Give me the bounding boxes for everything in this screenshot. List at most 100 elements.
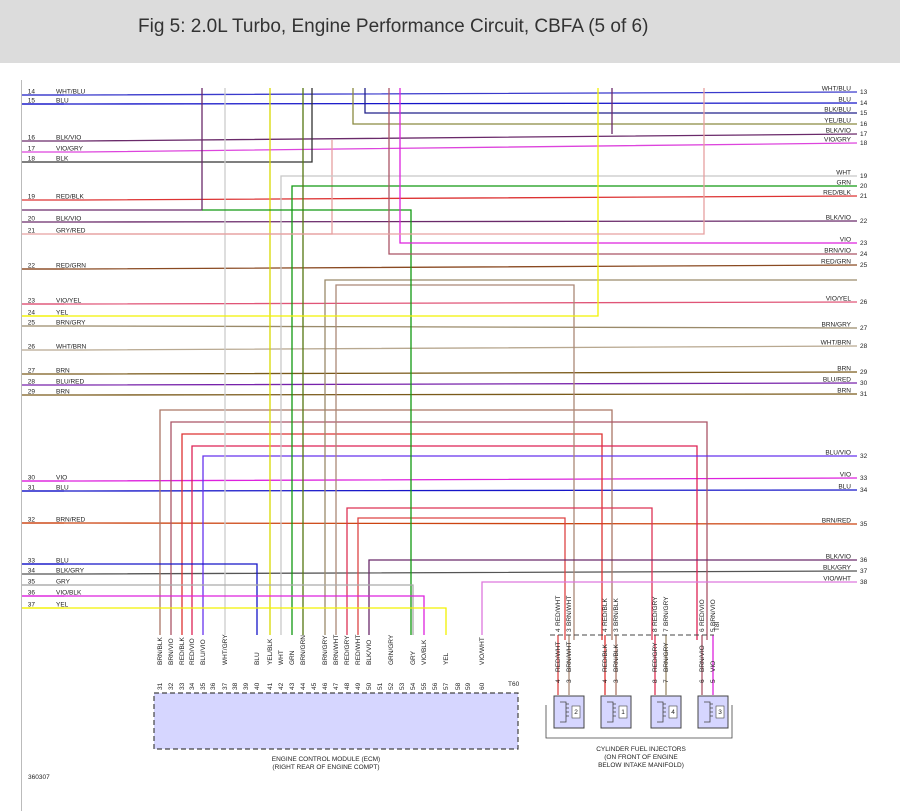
- right-wire-number: 20: [860, 183, 868, 190]
- ecm-pin-color-label: GRY: [410, 650, 417, 665]
- horizontal-wire: [22, 142, 858, 153]
- ecm-pin-color-label: BLK/VIO: [366, 640, 373, 665]
- injector-pin-number: 5: [710, 679, 717, 683]
- left-wire-number: 32: [28, 517, 36, 524]
- ecm-pin-number: 42: [278, 682, 285, 690]
- injector-pin-number: 6: [699, 679, 706, 683]
- ecm-pin-color-label: BRN/WHT: [333, 635, 340, 665]
- left-wire-number: 28: [28, 379, 36, 386]
- ecm-pin-number: 40: [254, 682, 261, 690]
- top-wire-vio: [399, 88, 857, 244]
- ecm-pin-color-label: RED/VIO: [189, 638, 196, 665]
- right-wire-number: 25: [860, 262, 868, 269]
- ecm-pin-color-label: WHT/GRY: [222, 634, 229, 665]
- injector-label-line-2: (ON FRONT OF ENGINE: [604, 754, 678, 761]
- ecm-wire-red-wht: [357, 517, 566, 640]
- ecm-pin-number: 50: [366, 682, 373, 690]
- horizontal-wire: [22, 522, 858, 525]
- injector-pin-number: 4: [602, 628, 609, 632]
- ecm-pin-number: 56: [432, 682, 439, 690]
- top-wire-blk-blu: [364, 88, 857, 114]
- right-wire-color-label: VIO/GRY: [824, 137, 852, 144]
- right-wire-number: 27: [860, 325, 868, 332]
- ecm-pin-number: 43: [289, 682, 296, 690]
- ecm-pin-number: 51: [377, 682, 384, 690]
- injector-pin-color-label: BRN/BLK: [613, 644, 620, 672]
- ecm-pin-color-label: BRN/VIO: [168, 638, 175, 665]
- horizontal-wire: [22, 264, 858, 270]
- top-wire-yel: [22, 88, 599, 317]
- ecm-pin-number: 37: [222, 682, 229, 690]
- ecm-pin-color-label: YEL/BLK: [267, 638, 274, 665]
- ecm-pin-number: 36: [210, 682, 217, 690]
- ecm-pin-number: 49: [355, 682, 362, 690]
- ecm-wire-grn: [291, 185, 857, 635]
- ecm-wire-red-vio: [191, 445, 698, 640]
- left-wire-color-label: RED/GRN: [56, 263, 86, 270]
- injector-pin-number: 3: [566, 628, 573, 632]
- right-wire-number: 31: [860, 391, 868, 398]
- ecm-pin-number: 57: [443, 682, 450, 690]
- wire-stub: [22, 88, 313, 163]
- ecm-pin-labels: 31BRN/BLK32BRN/VIO33RED/BLK34RED/VIO35BL…: [157, 634, 486, 690]
- ecm-pin-color-label: BLU: [254, 652, 261, 665]
- left-wire-color-label: YEL: [56, 310, 69, 317]
- right-wire-color-label: BRN/GRY: [822, 322, 852, 329]
- left-wire-color-label: BLK/VIO: [56, 216, 81, 223]
- right-wire-number: 14: [860, 100, 868, 107]
- horizontal-wire: [22, 325, 858, 329]
- ecm-wire-brn-gry: [324, 279, 857, 635]
- injector-coil-icon: [607, 701, 616, 723]
- injector-pin-color-label: VIO: [710, 661, 717, 672]
- top-wire-gry-red: [62, 88, 705, 235]
- ecm-wire-vio-blk: [22, 595, 425, 635]
- ecm-pin-number: 58: [455, 682, 462, 690]
- ecm-pin-color-label: VIO/BLK: [421, 639, 428, 665]
- right-wire-color-label: WHT/BRN: [821, 340, 852, 347]
- ecm-pin-number: 53: [399, 682, 406, 690]
- left-wire-number: 17: [28, 146, 36, 153]
- right-wire-color-label: BLK/BLU: [824, 107, 851, 114]
- left-wire-number: 14: [28, 89, 36, 96]
- right-wire-color-label: BRN: [837, 388, 851, 395]
- right-wire-number: 36: [860, 557, 868, 564]
- right-wire-color-label: GRN: [837, 180, 852, 187]
- injector-coil-icon: [704, 701, 713, 723]
- injector-pin-number: 7: [663, 628, 670, 632]
- right-wire-number: 22: [860, 218, 868, 225]
- horizontal-wire: [22, 195, 858, 201]
- injector-pin-number: 8: [652, 679, 659, 683]
- left-wire-number: 35: [28, 579, 36, 586]
- right-wire-color-label: BLU/VIO: [825, 450, 851, 457]
- ecm-pin-color-label: GRN/GRY: [388, 634, 395, 665]
- right-wire-number: 19: [860, 173, 868, 180]
- wires-layer: [22, 88, 858, 695]
- ecm-module-label: ENGINE CONTROL MODULE (ECM): [272, 756, 380, 763]
- left-wire-number: 26: [28, 344, 36, 351]
- right-wire-number: 37: [860, 568, 868, 575]
- injector-pin-color-label: BRN/VIO: [710, 599, 717, 626]
- left-wire-number: 31: [28, 485, 36, 492]
- ecm-connector-id: T60: [508, 681, 520, 688]
- injector-cylinder-number: 4: [671, 709, 675, 716]
- right-wire-color-label: VIO/YEL: [826, 296, 852, 303]
- right-wire-color-label: BLK/VIO: [826, 215, 851, 222]
- injector-pin-number: 7: [663, 679, 670, 683]
- horizontal-wire: [22, 133, 858, 142]
- left-wire-number: 19: [28, 194, 36, 201]
- injector-pin-number: 5: [710, 628, 717, 632]
- figure-id: 360307: [28, 774, 50, 781]
- ecm-wire-vio-wht: [481, 581, 857, 635]
- injector-connector-id: T8I: [714, 621, 721, 631]
- ecm-pin-color-label: WHT: [278, 650, 285, 665]
- right-wire-color-label: BLU/RED: [823, 377, 851, 384]
- injector-pin-color-label: RED/BLK: [602, 644, 609, 672]
- injector-label-line-3: BELOW INTAKE MANIFOLD): [598, 762, 684, 769]
- horizontal-wire: [22, 393, 858, 396]
- injector-pin-number: 4: [602, 679, 609, 683]
- horizontal-wire: [22, 371, 858, 375]
- ecm-pin-number: 39: [243, 682, 250, 690]
- ecm-pin-color-label: BRN/BLK: [157, 637, 164, 665]
- left-wire-color-label: BRN: [56, 389, 70, 396]
